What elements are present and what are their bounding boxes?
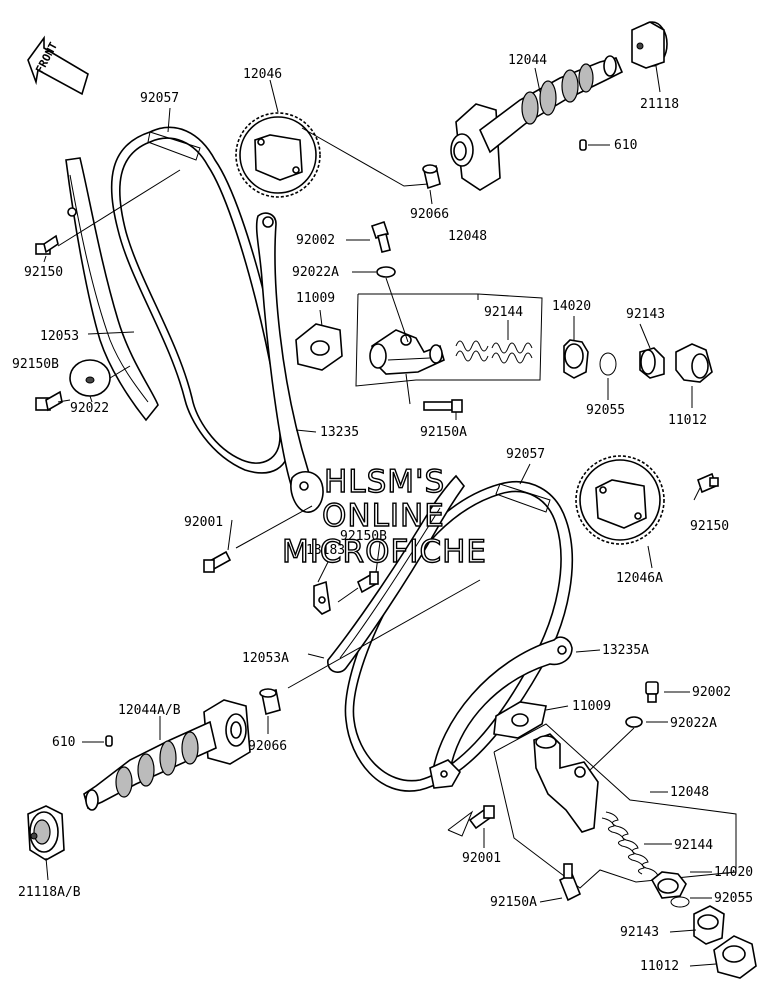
cam-end-cap-21118	[631, 21, 668, 69]
upper-cam-chain	[110, 126, 291, 474]
cap-nut-14020-top	[563, 339, 589, 379]
cam-sprocket-12046A	[575, 455, 665, 545]
camshaft-12044AB	[83, 699, 251, 811]
label-13235A: 13235A	[602, 643, 649, 658]
label-92055-top: 92055	[586, 403, 625, 418]
chain-tensioner-guide-13235	[255, 212, 324, 513]
cam-chain-tensioner-bottom	[533, 733, 599, 833]
label-11012-bottom: 11012	[640, 959, 679, 974]
gasket-11009-top	[295, 323, 343, 371]
label-12053A: 12053A	[242, 651, 289, 666]
chain-tensioner-guide-13235A	[429, 636, 573, 789]
washer-92022	[69, 359, 111, 397]
label-11009-top: 11009	[296, 291, 335, 306]
bushing-92066-bottom	[259, 688, 281, 716]
label-13235: 13235	[320, 425, 359, 440]
label-13183: 13183	[306, 543, 345, 558]
label-92001-bottom: 92001	[462, 851, 501, 866]
label-14020-top: 14020	[552, 299, 591, 314]
label-92150-right: 92150	[690, 519, 729, 534]
label-21118AB: 21118A/B	[18, 885, 81, 900]
label-610-bottom: 610	[52, 735, 75, 750]
bolt-92150B-left	[35, 390, 63, 412]
bushing-92066-top	[422, 164, 441, 190]
label-21118: 21118	[640, 97, 679, 112]
label-14020-bottom: 14020	[714, 865, 753, 880]
chain-guide-12053A	[327, 474, 466, 673]
spring-92144-top	[455, 340, 533, 364]
label-92144-top: 92144	[484, 305, 523, 320]
label-92002-top: 92002	[296, 233, 335, 248]
label-11012-top: 11012	[668, 413, 707, 428]
o-ring-92055-bottom	[670, 896, 690, 908]
bolt-92150A-bottom	[558, 863, 582, 902]
label-12046: 12046	[243, 67, 282, 82]
bolt-92002-top	[370, 220, 391, 253]
label-11009-bottom: 11009	[572, 699, 611, 714]
dowel-pin-610-bottom	[105, 735, 113, 747]
tensioner-assembly-box-12048-bottom	[493, 723, 737, 889]
label-92066-bottom: 92066	[248, 739, 287, 754]
collar-92143-top	[639, 347, 665, 379]
label-92002-bottom: 92002	[692, 685, 731, 700]
label-92150B-left: 92150B	[12, 357, 59, 372]
label-92150A-bottom: 92150A	[490, 895, 537, 910]
o-ring-92055-top	[599, 352, 617, 376]
bolt-92001-top	[203, 550, 232, 573]
label-92022A-bottom: 92022A	[670, 716, 717, 731]
label-92150B-mid: 92150B	[340, 529, 387, 544]
label-92143-top: 92143	[626, 307, 665, 322]
bolt-92150B-mid	[356, 571, 379, 594]
front-direction-arrow-icon: FRONT	[27, 35, 89, 96]
label-92055-bottom: 92055	[714, 891, 753, 906]
bolt-92001-bottom	[468, 805, 495, 830]
bolt-92002-bottom	[645, 681, 659, 703]
camshaft-12044	[450, 55, 624, 191]
bracket-13183	[313, 580, 331, 615]
washer-92022A-bottom	[625, 716, 643, 728]
label-92057-mid: 92057	[506, 447, 545, 462]
label-92144-bottom: 92144	[674, 838, 713, 853]
cap-11012-top	[675, 343, 713, 383]
label-92001-top: 92001	[184, 515, 223, 530]
dowel-pin-610-top	[579, 139, 587, 151]
label-12046A: 12046A	[616, 571, 663, 586]
label-12053: 12053	[40, 329, 79, 344]
cap-11012-bottom	[713, 935, 757, 979]
cam-sprocket-12046	[235, 112, 321, 198]
bolt-92150-left	[35, 234, 59, 255]
label-610-top: 610	[614, 138, 637, 153]
bolt-92150-right	[697, 472, 719, 494]
label-92022A-top: 92022A	[292, 265, 339, 280]
gasket-11009-bottom	[493, 701, 547, 739]
leader-lines	[43, 65, 717, 967]
label-92143-bottom: 92143	[620, 925, 659, 940]
watermark: HLSM'S ONLINE MICROFICHE	[281, 463, 487, 570]
label-92057-top: 92057	[140, 91, 179, 106]
label-92022: 92022	[70, 401, 109, 416]
spring-92144-bottom	[601, 811, 659, 877]
tensioner-assembly-box-12048-top	[355, 293, 543, 387]
label-12044: 12044	[508, 53, 547, 68]
part-labels: 12046 92057 12044 21118 610 92066 92150 …	[12, 53, 753, 974]
label-92150-left: 92150	[24, 265, 63, 280]
cam-end-cap-21118AB	[27, 805, 65, 861]
label-92150A-mid: 92150A	[420, 425, 467, 440]
label-92066-top: 92066	[410, 207, 449, 222]
bolt-92150A-mid	[423, 399, 463, 413]
watermark-line-3: MICROFICHE	[282, 534, 487, 570]
collar-92143-bottom	[693, 905, 725, 945]
watermark-line-2: ONLINE	[322, 498, 445, 534]
washer-92022A-top	[376, 266, 396, 278]
watermark-line-1: HLSM'S	[324, 464, 445, 500]
label-12048-top: 12048	[448, 229, 487, 244]
cam-chain-tensioner-top	[369, 329, 445, 375]
label-12048-bottom: 12048	[670, 785, 709, 800]
cap-nut-14020-bottom	[650, 871, 687, 899]
chain-guide-12053	[65, 157, 159, 422]
label-12044AB: 12044A/B	[118, 703, 181, 718]
